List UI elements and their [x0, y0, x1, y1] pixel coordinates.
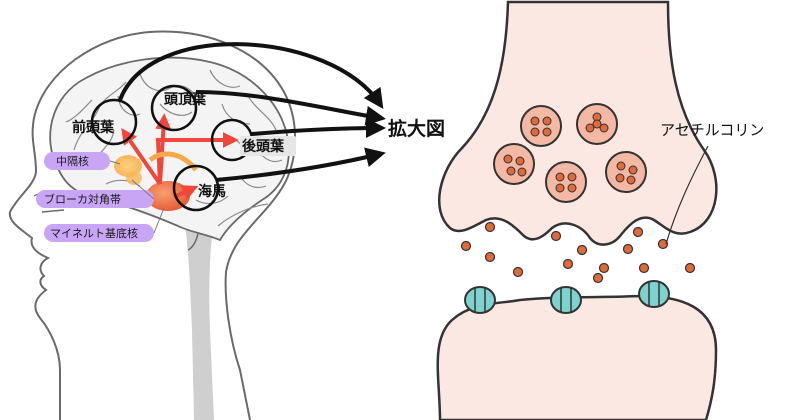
receptor — [550, 286, 582, 314]
receptor — [638, 280, 670, 308]
nucleus-tag-meynert: マイネルト基底核 — [44, 207, 165, 242]
head-outline — [8, 30, 297, 420]
arrow-to-hippocampus — [175, 185, 199, 200]
vesicle — [605, 151, 647, 193]
zoom-arrow-hippocampus — [215, 147, 386, 182]
acetylcholine-leader-line — [665, 145, 709, 245]
meynert-tag-label: マイネルト基底核 — [50, 226, 138, 240]
zoom-arrow-frontal — [118, 42, 384, 109]
zoom-arrows — [118, 42, 386, 182]
vesicles — [493, 103, 647, 203]
broca-band-blob — [126, 171, 142, 185]
frontal-circle — [90, 98, 138, 146]
zoom-arrow-occipital — [251, 118, 386, 139]
frontal-label: 前頭葉 — [72, 119, 115, 136]
hippocampus-label: 海馬 — [198, 183, 226, 200]
cerebellum-line — [217, 203, 269, 227]
postsynaptic-terminal — [436, 294, 718, 420]
projection-arrows — [121, 113, 239, 200]
acetylcholine-label: アセチルコリン — [660, 121, 764, 139]
nucleus-tag-septal: 中隔核 — [44, 152, 121, 170]
occipital-label-bg — [240, 136, 296, 156]
parietal-circle — [150, 84, 198, 132]
septal-tag-label: 中隔核 — [56, 154, 89, 168]
vesicle — [545, 161, 587, 203]
synapse-illustration — [436, 0, 718, 420]
acetylcholine-molecules — [460, 221, 696, 284]
spinal-cord-shape — [183, 210, 215, 420]
receptor — [464, 286, 496, 314]
nucleus-tag-broca: ブローカ対角帯 — [36, 179, 155, 208]
occipital-label: 後頭葉 — [242, 138, 285, 155]
zoom-label: 拡大図 — [388, 117, 445, 140]
zoom-arrow-parietal — [195, 90, 386, 126]
vesicle — [576, 103, 618, 145]
receptors — [464, 280, 670, 314]
broca-tag-label: ブローカ対角帯 — [44, 192, 121, 206]
eye-line — [41, 209, 65, 213]
arrow-to-frontal — [121, 128, 162, 186]
arrow-to-occipital — [155, 132, 239, 185]
vesicle — [493, 143, 535, 185]
parietal-label: 頭頂葉 — [164, 91, 207, 108]
vesicle — [520, 105, 562, 147]
hippocampus-circle — [172, 164, 220, 212]
